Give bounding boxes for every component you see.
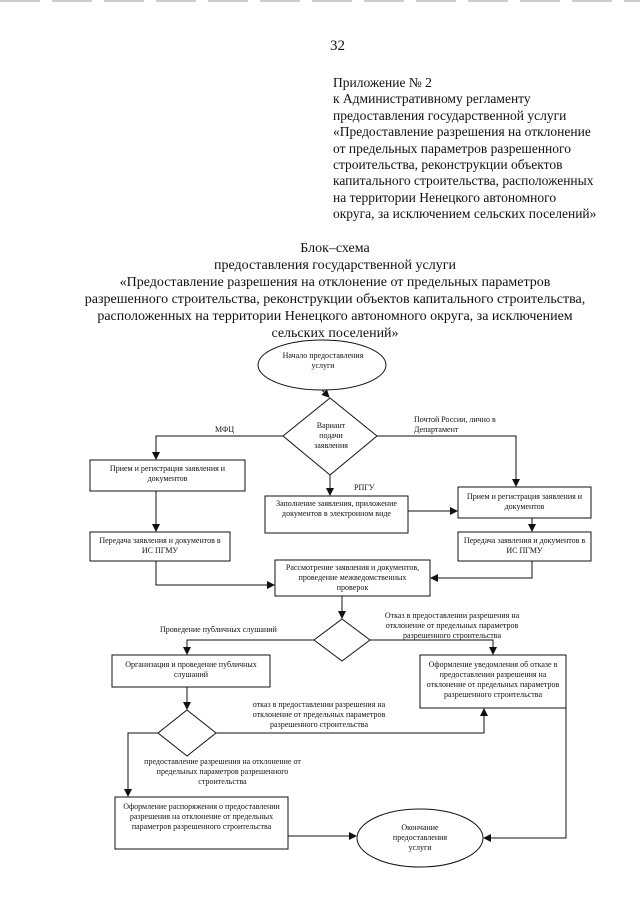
mfc-receive-label: Прием и регистрация заявления и документ… [109,464,226,483]
appendix-line: «Предоставление разрешения на отклонение [333,124,591,140]
title-line: сельских поселений» [271,326,399,341]
box-mfc-receive [89,459,246,492]
connector [155,561,275,589]
mfc-transfer-label: Передача заявления и документов в ИС ПГМ… [99,536,221,555]
box-hearings [111,654,271,688]
end-label: Окончание предоставления услуги [392,823,448,852]
connector [370,639,497,655]
label-rpgu: РПГУ [354,483,375,492]
connector [483,690,567,842]
connector [430,561,533,582]
title-line: предоставления государственной услуги [214,258,456,273]
connector [216,708,488,734]
appendix-line: к Административному регламенту [333,91,531,107]
title-line: расположенных на территории Ненецкого ав… [97,309,573,324]
connector [152,435,283,460]
review-label: Рассмотрение заявления и документов, про… [285,563,420,592]
box-order [114,796,289,850]
connector [124,732,158,797]
box-refusal-notice [419,654,567,709]
rpgu-fill-label: Заполнение заявления, приложение докумен… [276,499,397,518]
refusal-notice-label: Оформление уведомления об отказе в предо… [426,660,560,699]
decision-submission-label: Вариант подачи заявления [314,421,348,450]
connector [183,639,314,655]
decision-diamond-hearings [157,709,217,757]
dept-receive-label: Прием и регистрация заявления и документ… [466,492,583,511]
dept-transfer-label: Передача заявления и документов в ИС ПГМ… [463,536,586,555]
start-label: Начало предоставления услуги [282,351,364,370]
page-number: 32 [330,38,345,54]
appendix-line: капитального строительства, расположенны… [333,173,594,189]
connector [321,389,330,398]
box-mfc-transfer [89,531,231,562]
decision-diamond-review [313,618,371,662]
appendix-line: предоставления государственной услуги [333,107,567,123]
appendix-line: округа, за исключением сельских поселени… [333,206,597,222]
title-line: разрешенного строительства, реконструкци… [84,292,586,307]
appendix-line: на территории Ненецкого автономного [333,189,557,205]
label-public-hearings: Проведение публичных слушаний [160,625,277,634]
label-grant: предоставление разрешения на отклонение … [144,757,301,786]
label-mfc: МФЦ [215,425,235,434]
title-line: «Предоставление разрешения на отклонение… [119,275,551,290]
box-review [274,559,431,597]
order-label: Оформление распоряжения о предоставлении… [123,802,280,831]
top-edge-line [0,0,640,2]
appendix-line: от предельных параметров разрешенного [333,140,571,156]
connector [377,435,520,487]
hearings-label: Организация и проведение публичных слуша… [125,660,257,679]
label-post: Почтой России, лично в Департамент [414,415,496,434]
appendix-line: строительства, реконструкции объектов [333,157,563,173]
box-dept-receive [457,486,592,519]
label-refusal-2: отказ в предоставлении разрешения на отк… [252,700,386,729]
title-line: Блок–схема [300,241,370,256]
appendix-line: Приложение № 2 [333,75,432,90]
appendix-header: Приложение № 2 к Административному регла… [333,75,633,223]
label-refusal-1: Отказ в предоставлении разрешения на отк… [384,611,520,640]
box-dept-transfer [457,531,592,562]
flowchart-title: Блок–схема предоставления государственно… [70,240,600,342]
box-rpgu-fill [264,495,409,534]
